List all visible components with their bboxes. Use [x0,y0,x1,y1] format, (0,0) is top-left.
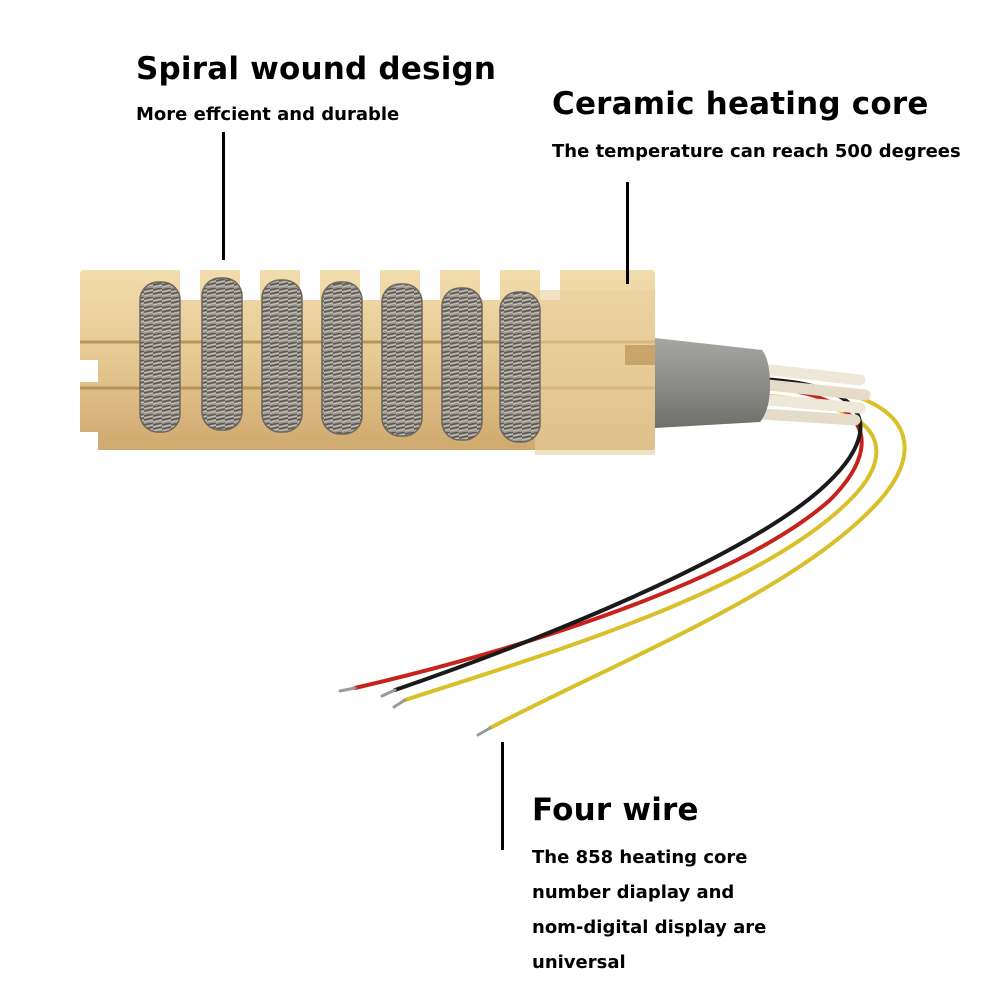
ceramic-core-title: Ceramic heating core [552,86,929,122]
heat-shrink-sleeve [655,338,770,428]
spiral-design-title: Spiral wound design [136,51,497,87]
ceramic-core-subtitle: The temperature can reach 500 degrees [552,141,961,162]
four-wire-line-4: universal [532,952,626,973]
four-wire-line-1: The 858 heating core [532,847,748,868]
four-wire-line-3: nom-digital display are [532,917,767,938]
spiral-pointer-line [222,132,225,260]
four-wire-title: Four wire [532,792,699,828]
spiral-coils [139,277,541,443]
four-wire-line-2: number diaplay and [532,882,735,903]
ceramic-pointer-line [626,182,629,284]
spiral-design-subtitle: More effcient and durable [136,104,400,125]
four-wire-description: The 858 heating core number diaplay and … [532,840,766,980]
wire-pointer-line [501,742,504,850]
